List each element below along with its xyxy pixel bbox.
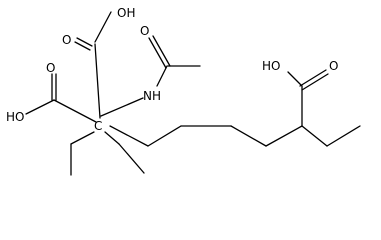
- atom-label-ho-left: HO: [6, 110, 24, 124]
- bond-chain-5: [265, 125, 303, 147]
- bond-top-acid-co-2: [74, 41, 91, 51]
- atom-label-o-top: O: [62, 33, 71, 47]
- bond-ethyl-right-2: [118, 143, 145, 174]
- bond-ethyl-left-1: [70, 131, 95, 145]
- bond-left-acid-oh: [25, 99, 55, 115]
- bond-ethyl-right-1: [104, 131, 120, 145]
- bond-left-acid-stem: [53, 99, 97, 123]
- bond-chain-1: [109, 125, 149, 147]
- atom-label-ho-right: HO: [262, 59, 280, 73]
- bond-top-acid-stem: [94, 43, 101, 119]
- bond-nh-carbonyl: [156, 65, 168, 87]
- molecule-structure: OH O O HO NH O C HO O: [6, 6, 361, 176]
- bond-acetyl-co-1: [148, 37, 167, 69]
- bond-chain-4: [230, 125, 267, 147]
- bond-right-acid-co-1: [299, 69, 327, 87]
- atom-label-nh: NH: [143, 89, 161, 103]
- atom-label-center-carbon: C: [94, 119, 102, 133]
- bond-acetyl-co-2: [152, 35, 171, 67]
- bond-chain-2: [147, 125, 182, 147]
- atom-label-o-right: O: [329, 59, 338, 73]
- bond-nh-center: [100, 97, 144, 117]
- bond-top-acid-co-1: [76, 37, 93, 47]
- atom-label-o-acetyl: O: [140, 24, 149, 38]
- bond-top-acid-oh: [94, 11, 112, 43]
- bond-right-acid-co-2: [301, 73, 329, 91]
- bond-right-acid-oh: [287, 71, 303, 87]
- atom-label-oh-top: OH: [117, 6, 135, 20]
- bond-right-ethyl-1: [301, 125, 328, 147]
- bond-right-ethyl-2: [326, 125, 361, 147]
- atom-label-o-left: O: [46, 61, 55, 75]
